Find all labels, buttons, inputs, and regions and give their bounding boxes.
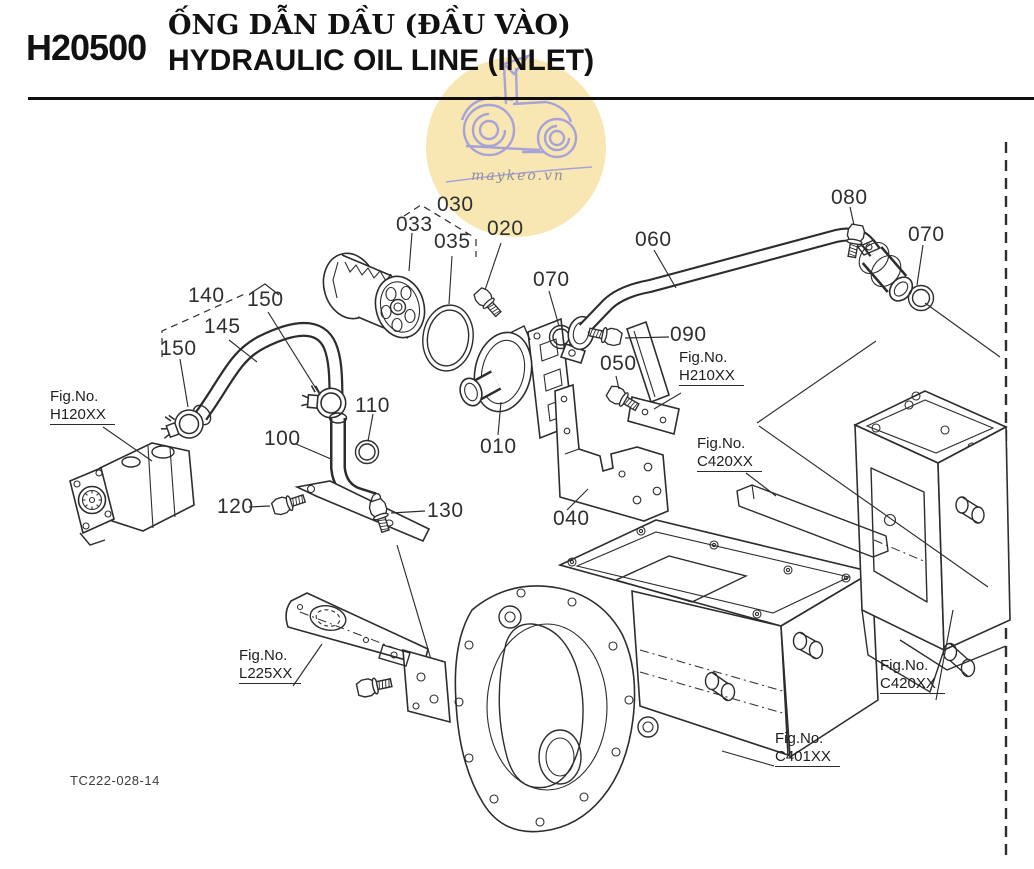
support-bracket-drawing bbox=[554, 383, 669, 522]
transmission-case-drawing bbox=[557, 519, 879, 759]
fig-prefix: Fig.No. bbox=[50, 388, 99, 405]
fig-label-l225xx: Fig.No. L225XX bbox=[239, 647, 302, 685]
fig-code: H120XX bbox=[50, 405, 106, 423]
page-title-english: HYDRAULIC OIL LINE (INLET) bbox=[168, 44, 595, 77]
fig-label-h120xx: Fig.No. H120XX bbox=[50, 388, 115, 426]
fig-prefix: Fig.No. bbox=[239, 647, 288, 664]
page-title-vietnamese: ỐNG DẪN DẦU (ĐẦU VÀO) bbox=[168, 10, 571, 41]
part-label-020: 020 bbox=[487, 217, 524, 240]
fig-prefix: Fig.No. bbox=[880, 657, 929, 674]
o-ring-070-right bbox=[907, 284, 935, 312]
hydraulic-pump-drawing bbox=[69, 442, 195, 546]
part-label-150-left: 150 bbox=[160, 337, 197, 360]
part-label-030: 030 bbox=[437, 193, 474, 216]
part-label-110: 110 bbox=[355, 394, 390, 417]
fig-code: H210XX bbox=[679, 366, 735, 384]
part-label-070-right: 070 bbox=[908, 223, 945, 246]
part-label-050: 050 bbox=[600, 352, 637, 375]
part-label-100: 100 bbox=[264, 427, 301, 450]
o-ring-110 bbox=[354, 439, 380, 465]
assembly-brackets bbox=[161, 204, 477, 357]
part-label-035: 035 bbox=[434, 230, 471, 253]
bolt-l225 bbox=[355, 673, 394, 699]
part-label-140: 140 bbox=[188, 284, 225, 307]
leader-lines bbox=[102, 206, 954, 767]
part-label-060: 060 bbox=[635, 228, 672, 251]
header-rule bbox=[28, 97, 1034, 100]
fig-label-c401xx: Fig.No. C401XX bbox=[775, 730, 840, 768]
oil-filter-drawing bbox=[322, 252, 426, 339]
fig-code: C401XX bbox=[775, 747, 831, 765]
l225-plate-drawing bbox=[285, 592, 451, 724]
fig-label-h210xx: Fig.No. H210XX bbox=[679, 349, 744, 387]
suction-pipe-elbow-drawing bbox=[294, 412, 431, 543]
part-label-150-right: 150 bbox=[247, 288, 284, 311]
fig-label-c420xx-mid: Fig.No. C420XX bbox=[697, 435, 762, 473]
clutch-housing-drawing bbox=[454, 585, 636, 833]
cover-plate-drawing bbox=[736, 484, 889, 558]
page-code: H20500 bbox=[26, 27, 147, 68]
drawing-number: TC222-028-14 bbox=[70, 773, 160, 788]
filter-joint-drawing bbox=[459, 317, 574, 440]
fig-label-c420xx-right: Fig.No. C420XX bbox=[880, 657, 945, 695]
part-label-010: 010 bbox=[480, 435, 517, 458]
watermark-logo: maykeo.vn bbox=[426, 53, 606, 237]
bolt-120 bbox=[270, 490, 308, 517]
watermark-text: maykeo.vn bbox=[471, 168, 565, 184]
part-label-033: 033 bbox=[396, 213, 433, 236]
part-label-080: 080 bbox=[831, 186, 868, 209]
part-label-120: 120 bbox=[217, 495, 254, 518]
part-label-070-left: 070 bbox=[533, 268, 570, 291]
part-label-145: 145 bbox=[204, 315, 241, 338]
fig-code: L225XX bbox=[239, 664, 293, 682]
o-ring-035 bbox=[422, 304, 474, 372]
fig-prefix: Fig.No. bbox=[697, 435, 746, 452]
fig-code: C420XX bbox=[880, 674, 936, 692]
rear-gearcase-drawing bbox=[853, 390, 1011, 694]
part-label-130: 130 bbox=[427, 499, 464, 522]
fig-code: C420XX bbox=[697, 452, 753, 470]
part-label-040: 040 bbox=[553, 507, 590, 530]
h210-bracket-drawing bbox=[625, 320, 680, 436]
part-label-090: 090 bbox=[670, 323, 707, 346]
bolt-020 bbox=[471, 285, 505, 320]
fig-prefix: Fig.No. bbox=[679, 349, 728, 366]
fig-prefix: Fig.No. bbox=[775, 730, 824, 747]
